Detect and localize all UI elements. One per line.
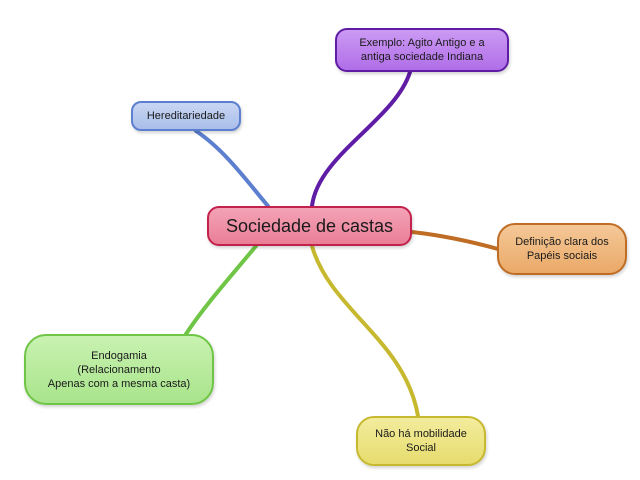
node-definicao-line-1: Definição clara dos xyxy=(515,236,609,248)
node-hereditariedade-label: Hereditariedade xyxy=(146,110,226,122)
node-hereditariedade[interactable]: Hereditariedade xyxy=(131,101,241,131)
connector-exemplo xyxy=(310,70,412,208)
node-exemplo-line-2: antiga sociedade Indiana xyxy=(360,51,484,63)
node-definicao[interactable]: Definição clara dos Papéis sociais xyxy=(497,223,627,275)
connector-definicao xyxy=(410,230,500,251)
connector-endogamia xyxy=(184,244,258,336)
node-definicao-line-2: Papéis sociais xyxy=(526,250,598,262)
node-mobilidade-line-1: Não há mobilidade xyxy=(375,428,467,440)
node-mobilidade-line-2: Social xyxy=(406,442,436,454)
node-exemplo[interactable]: Exemplo: Agito Antigo e a antiga socieda… xyxy=(335,28,509,72)
connector-mobilidade xyxy=(310,244,420,418)
node-exemplo-line-1: Exemplo: Agito Antigo e a xyxy=(359,37,485,49)
connector-hereditariedade xyxy=(194,129,270,208)
node-endogamia-line-3: Apenas com a mesma casta) xyxy=(47,377,191,390)
node-endogamia[interactable]: Endogamia (Relacionamento Apenas com a m… xyxy=(24,334,214,405)
central-node-label: Sociedade de castas xyxy=(225,216,394,236)
central-node[interactable]: Sociedade de castas xyxy=(207,206,412,246)
node-mobilidade[interactable]: Não há mobilidade Social xyxy=(356,416,486,466)
node-endogamia-line-2: (Relacionamento xyxy=(77,363,161,376)
node-endogamia-line-1: Endogamia xyxy=(91,349,147,362)
